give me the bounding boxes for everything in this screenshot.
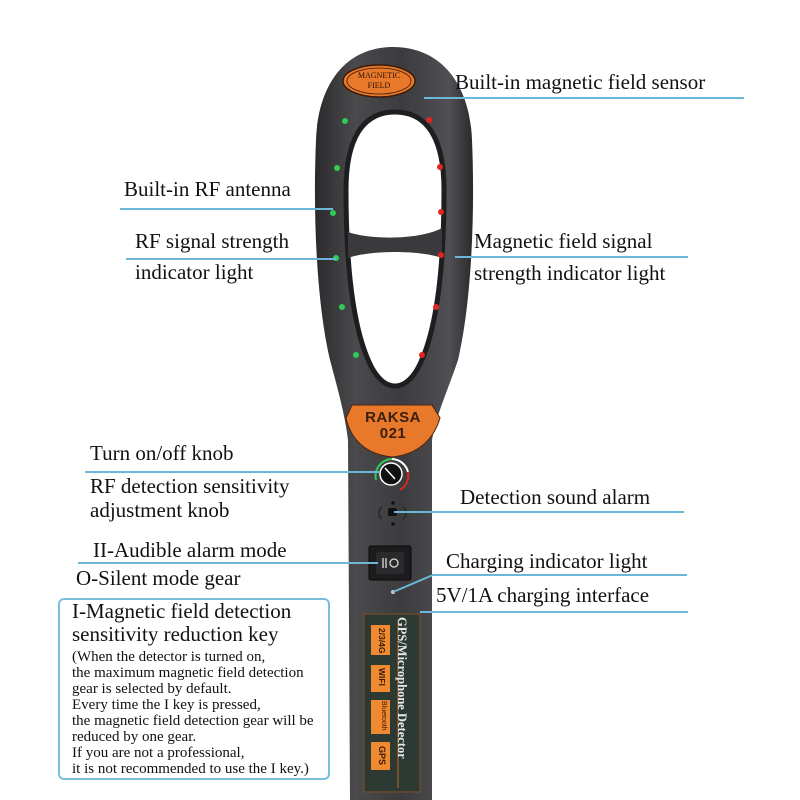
- info-box-body: (When the detector is turned on, the max…: [72, 649, 328, 777]
- speaker-grill: [378, 501, 407, 526]
- callout-rf-indicator-2: indicator light: [135, 260, 254, 284]
- model-name: RAKSA: [365, 409, 421, 426]
- leader-sound-alarm: [394, 511, 684, 513]
- callout-silent-mode: O-Silent mode gear: [76, 566, 241, 590]
- info-line: gear is selected by default.: [72, 681, 232, 697]
- chip-234g: 2/3/4G: [377, 628, 387, 654]
- leader-mag-indicator: [455, 256, 688, 258]
- model-badge: [345, 404, 441, 458]
- info-line: reduced by one gear.: [72, 729, 197, 745]
- leader-rf-indicator: [126, 258, 336, 260]
- model-badge-text: RAKSA 021: [350, 410, 436, 442]
- panel-title: GPS/Microphone Detector: [395, 617, 409, 759]
- chip-bluetooth: Bluetooth: [380, 701, 387, 731]
- leader-magnetic-sensor: [424, 97, 744, 99]
- badge-line-1: MAGNETIC: [357, 71, 401, 80]
- leader-switch: [78, 562, 378, 564]
- leader-knob: [85, 471, 380, 473]
- info-line: Every time the I key is pressed,: [72, 697, 261, 713]
- loop-crossbar: [348, 228, 442, 258]
- leader-rf-antenna: [120, 208, 333, 210]
- info-line: If you are not a professional,: [72, 745, 245, 761]
- mode-rocker-switch: [368, 545, 412, 581]
- chip-gps: GPS: [377, 746, 387, 766]
- callout-audible-mode: II-Audible alarm mode: [93, 538, 287, 562]
- callout-rf-antenna: Built-in RF antenna: [124, 177, 291, 201]
- rf-indicator-leds: [330, 118, 359, 358]
- info-box-title-1: I-Magnetic field detection: [72, 599, 292, 623]
- badge-line-2: FIELD: [367, 81, 391, 90]
- magnetic-field-badge-text: MAGNETIC FIELD: [350, 71, 408, 91]
- callout-sound-alarm: Detection sound alarm: [460, 485, 651, 509]
- callout-rf-knob-2: adjustment knob: [90, 498, 230, 522]
- leader-charging-light: [432, 574, 687, 576]
- magnetic-indicator-leds: [419, 117, 444, 358]
- callout-charging-port: 5V/1A charging interface: [436, 583, 650, 607]
- info-line: (When the detector is turned on,: [72, 649, 266, 665]
- model-number: 021: [379, 425, 407, 442]
- info-line: the maximum magnetic field detection: [72, 665, 304, 681]
- info-line: it is not recommended to use the I key.): [72, 761, 309, 777]
- leader-charging-port: [420, 611, 688, 613]
- callout-rf-knob-1: RF detection sensitivity: [90, 474, 290, 498]
- leader-charging-diagonal: [392, 574, 434, 593]
- i-key-info-box: I-Magnetic field detection sensitivity r…: [58, 598, 330, 780]
- info-line: the magnetic field detection gear will b…: [72, 713, 314, 729]
- info-box-title-2: sensitivity reduction key: [72, 622, 279, 646]
- callout-charging-light: Charging indicator light: [446, 549, 648, 573]
- callout-mag-indicator-2: strength indicator light: [474, 261, 666, 285]
- magnetic-field-badge: [342, 64, 416, 98]
- sensitivity-knob: [374, 458, 410, 491]
- callout-power-knob: Turn on/off knob: [90, 441, 234, 465]
- callout-mag-indicator-1: Magnetic field signal: [474, 229, 653, 253]
- chip-wifi: WIFI: [377, 668, 387, 686]
- callout-rf-indicator-1: RF signal strength: [135, 229, 290, 253]
- callout-magnetic-sensor: Built-in magnetic field sensor: [455, 70, 706, 94]
